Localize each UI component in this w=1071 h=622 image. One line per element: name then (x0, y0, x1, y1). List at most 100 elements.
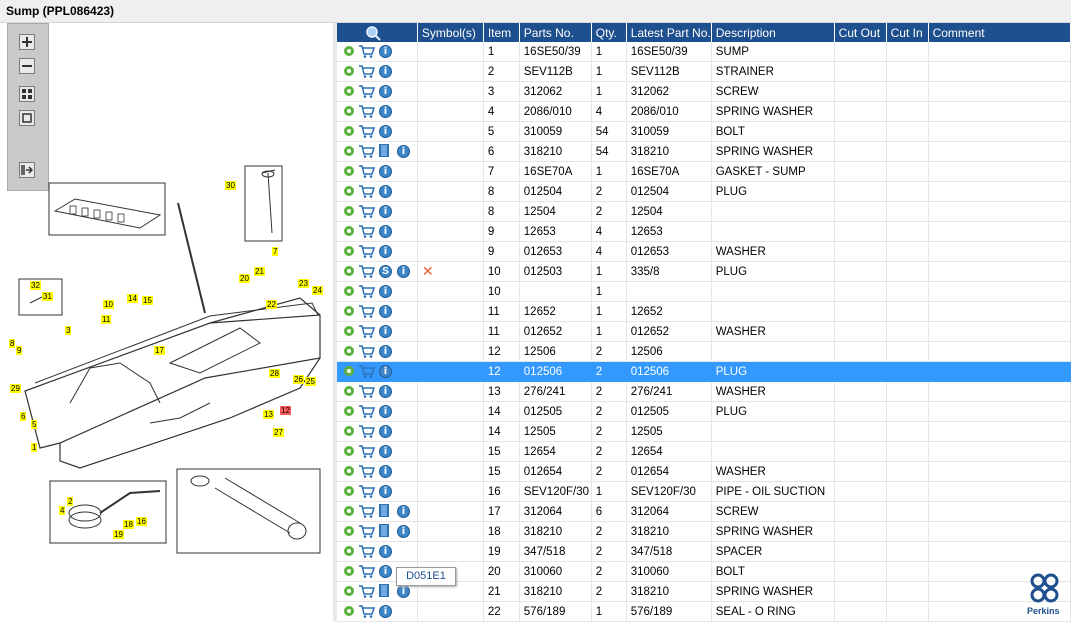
info-icon[interactable]: i (379, 205, 392, 218)
callout-label[interactable]: 22 (266, 300, 277, 309)
callout-label[interactable]: 31 (42, 292, 53, 301)
cart-icon[interactable] (359, 425, 376, 438)
callout-label[interactable]: 25 (305, 377, 316, 386)
callout-label[interactable]: 29 (10, 384, 21, 393)
cart-icon[interactable] (359, 185, 376, 198)
gear-icon[interactable] (343, 485, 355, 497)
callout-label[interactable]: 7 (272, 247, 279, 256)
gear-icon[interactable] (343, 525, 355, 537)
callout-label[interactable]: 24 (312, 286, 323, 295)
parts-table-panel[interactable]: Symbol(s) Item Parts No. Qty. Latest Par… (337, 23, 1071, 622)
column-header-tools[interactable] (337, 23, 418, 42)
callout-label[interactable]: 8 (9, 339, 16, 348)
fit-all-button[interactable] (19, 86, 35, 102)
export-button[interactable] (19, 162, 35, 178)
column-header-cut-out[interactable]: Cut Out (834, 23, 887, 42)
callout-label[interactable]: 17 (154, 346, 165, 355)
gear-icon[interactable] (343, 545, 355, 557)
gear-icon[interactable] (343, 105, 355, 117)
book-icon[interactable] (379, 504, 390, 518)
gear-icon[interactable] (343, 605, 355, 617)
gear-icon[interactable] (343, 165, 355, 177)
info-icon[interactable]: i (379, 605, 392, 618)
gear-icon[interactable] (343, 505, 355, 517)
info-icon[interactable]: i (379, 305, 392, 318)
callout-label[interactable]: 26 (293, 375, 304, 384)
info-icon[interactable]: i (379, 445, 392, 458)
gear-icon[interactable] (343, 385, 355, 397)
callout-label[interactable]: 1 (31, 443, 38, 452)
callout-label[interactable]: 9 (16, 346, 23, 355)
callout-label[interactable]: 15 (142, 296, 153, 305)
cart-icon[interactable] (359, 145, 376, 158)
gear-icon[interactable] (343, 85, 355, 97)
column-header-cut-in[interactable]: Cut In (886, 23, 929, 42)
gear-icon[interactable] (343, 425, 355, 437)
column-header-item[interactable]: Item (483, 23, 520, 42)
cart-icon[interactable] (359, 205, 376, 218)
info-icon[interactable]: i (379, 385, 392, 398)
info-icon[interactable]: i (379, 285, 392, 298)
gear-icon[interactable] (343, 205, 355, 217)
cart-icon[interactable] (359, 65, 376, 78)
cart-icon[interactable] (359, 85, 376, 98)
cart-icon[interactable] (359, 485, 376, 498)
gear-icon[interactable] (343, 245, 355, 257)
info-icon[interactable]: i (379, 85, 392, 98)
gear-icon[interactable] (343, 305, 355, 317)
info-icon[interactable]: i (397, 145, 410, 158)
gear-icon[interactable] (343, 445, 355, 457)
cart-icon[interactable] (359, 585, 376, 598)
info-icon[interactable]: i (379, 185, 392, 198)
info-icon[interactable]: i (379, 485, 392, 498)
info-icon[interactable]: i (379, 65, 392, 78)
gear-icon[interactable] (343, 405, 355, 417)
info-icon[interactable]: i (379, 325, 392, 338)
gear-icon[interactable] (343, 225, 355, 237)
gear-icon[interactable] (343, 565, 355, 577)
callout-label[interactable]: 5 (31, 420, 38, 429)
info-icon[interactable]: i (397, 585, 410, 598)
cart-icon[interactable] (359, 225, 376, 238)
callout-label[interactable]: 3 (65, 326, 72, 335)
gear-icon[interactable] (343, 65, 355, 77)
superseded-icon[interactable]: S (379, 265, 392, 278)
book-icon[interactable] (379, 524, 390, 538)
cart-icon[interactable] (359, 365, 376, 378)
info-icon[interactable]: i (379, 365, 392, 378)
info-icon[interactable]: i (379, 105, 392, 118)
cart-icon[interactable] (359, 605, 376, 618)
callout-label[interactable]: 28 (269, 369, 280, 378)
column-header-symbols[interactable]: Symbol(s) (417, 23, 484, 42)
gear-icon[interactable] (343, 185, 355, 197)
splitter-handle[interactable] (333, 23, 337, 621)
cart-icon[interactable] (359, 45, 376, 58)
cart-icon[interactable] (359, 325, 376, 338)
cart-icon[interactable] (359, 505, 376, 518)
callout-label[interactable]: 13 (263, 410, 274, 419)
gear-icon[interactable] (343, 45, 355, 57)
info-icon[interactable]: i (397, 525, 410, 538)
info-icon[interactable]: i (379, 565, 392, 578)
callout-label[interactable]: 18 (123, 520, 134, 529)
